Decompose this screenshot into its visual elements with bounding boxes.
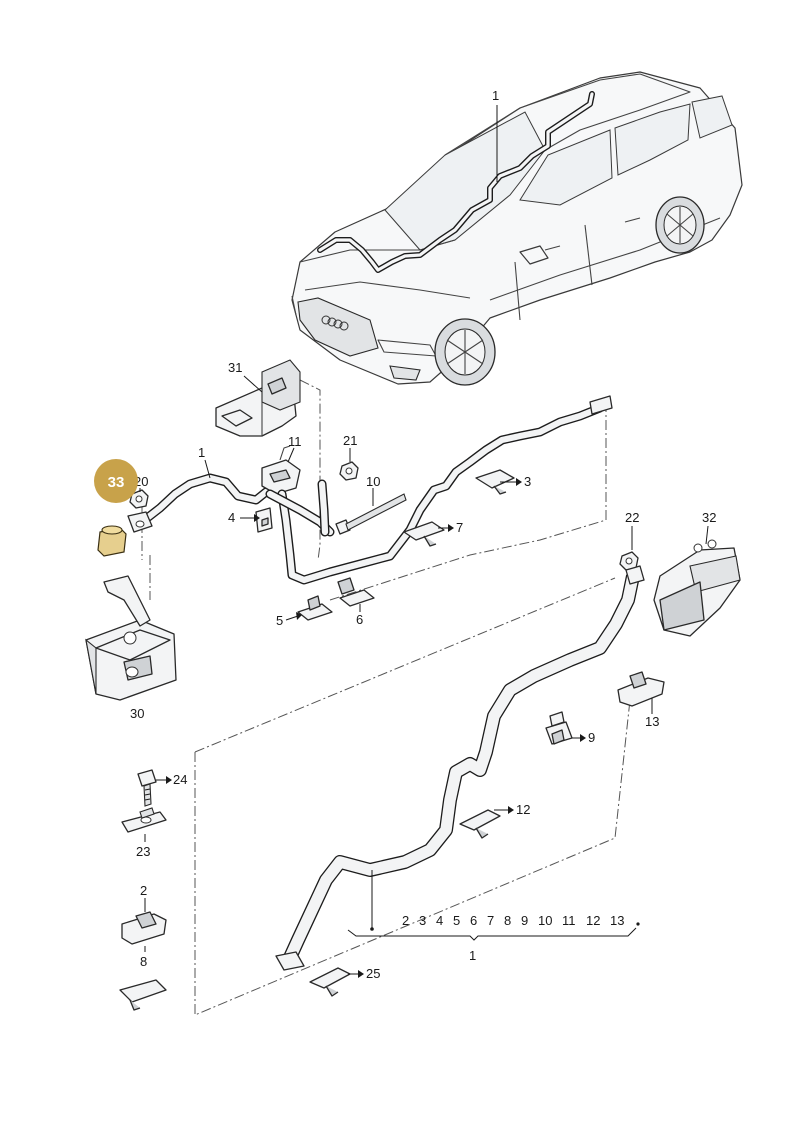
- callout-24: 24: [173, 772, 187, 787]
- part-33-terminal-cap: [97, 525, 127, 557]
- callout-9: 9: [588, 730, 595, 745]
- part-32-battery-unit: [653, 539, 741, 637]
- callout-25: 25: [366, 966, 380, 981]
- harness-main-upper: [265, 395, 613, 585]
- group-number: 3: [419, 913, 426, 928]
- group-number: 9: [521, 913, 528, 928]
- part-7-clip: [403, 521, 445, 547]
- part-13-bracket: [617, 671, 665, 707]
- part-5-clip: [297, 595, 333, 621]
- group-bracket: 1: [347, 870, 640, 963]
- callout-5: 5: [276, 613, 283, 628]
- group-number: 6: [470, 913, 477, 928]
- callout-6: 6: [356, 612, 363, 627]
- part-10-bolt: [335, 493, 407, 535]
- callout-7: 7: [456, 520, 463, 535]
- group-number: 10: [538, 913, 552, 928]
- callout-31: 31: [228, 360, 242, 375]
- part-23-ground-strap: [121, 807, 167, 833]
- part-8-cover: [119, 979, 167, 1011]
- group-number: 4: [436, 913, 443, 928]
- callout-1-top: 1: [492, 88, 499, 103]
- callout-1-mid: 1: [198, 445, 205, 460]
- callout-3: 3: [524, 474, 531, 489]
- part-3-clip: [475, 469, 515, 495]
- callout-4: 4: [228, 510, 235, 525]
- group-number: 8: [504, 913, 511, 928]
- callout-11: 11: [288, 434, 302, 449]
- callout-12: 12: [516, 802, 530, 817]
- group-number: 2: [402, 913, 409, 928]
- highlight-badge-33[interactable]: 33: [94, 459, 138, 503]
- badge-number: 33: [108, 474, 125, 491]
- battery-cable-upper: [127, 473, 271, 533]
- dash-outline-upper: [141, 379, 607, 601]
- part-30-battery-bracket: [85, 575, 177, 701]
- callout-22: 22: [625, 510, 639, 525]
- group-number: 11: [562, 913, 576, 928]
- callout-10: 10: [366, 474, 380, 489]
- group-number: 5: [453, 913, 460, 928]
- callout-13: 13: [645, 714, 659, 729]
- callout-8: 8: [140, 954, 147, 969]
- callout-23: 23: [136, 844, 150, 859]
- front-wheel: [434, 318, 496, 386]
- part-12-clip: [459, 809, 501, 839]
- battery-cable-lower: [275, 565, 645, 971]
- callout-1-bottom: 1: [469, 948, 476, 963]
- part-22-nut: [619, 551, 639, 571]
- part-31-relay-carrier: [215, 359, 301, 437]
- part-25-clip: [309, 967, 351, 997]
- group-number: 13: [610, 913, 624, 928]
- part-6-clip: [337, 577, 375, 607]
- audi-rings-logo: [321, 315, 349, 331]
- part-24-bolt: [137, 769, 157, 807]
- callout-2: 2: [140, 883, 147, 898]
- callout-21: 21: [343, 433, 357, 448]
- part-2-connector: [121, 911, 167, 945]
- part-11-connector: [261, 445, 301, 495]
- callout-30: 30: [130, 706, 144, 721]
- part-21-nut: [339, 461, 359, 481]
- dash-outline-lower: [194, 577, 631, 1016]
- callout-32: 32: [702, 510, 716, 525]
- part-9-connector: [545, 711, 573, 745]
- part-4-clip: [255, 507, 273, 533]
- car-illustration: [291, 71, 743, 386]
- rear-wheel: [655, 196, 705, 254]
- group-number: 12: [586, 913, 600, 928]
- group-number: 7: [487, 913, 494, 928]
- part-20-nut: [129, 489, 149, 509]
